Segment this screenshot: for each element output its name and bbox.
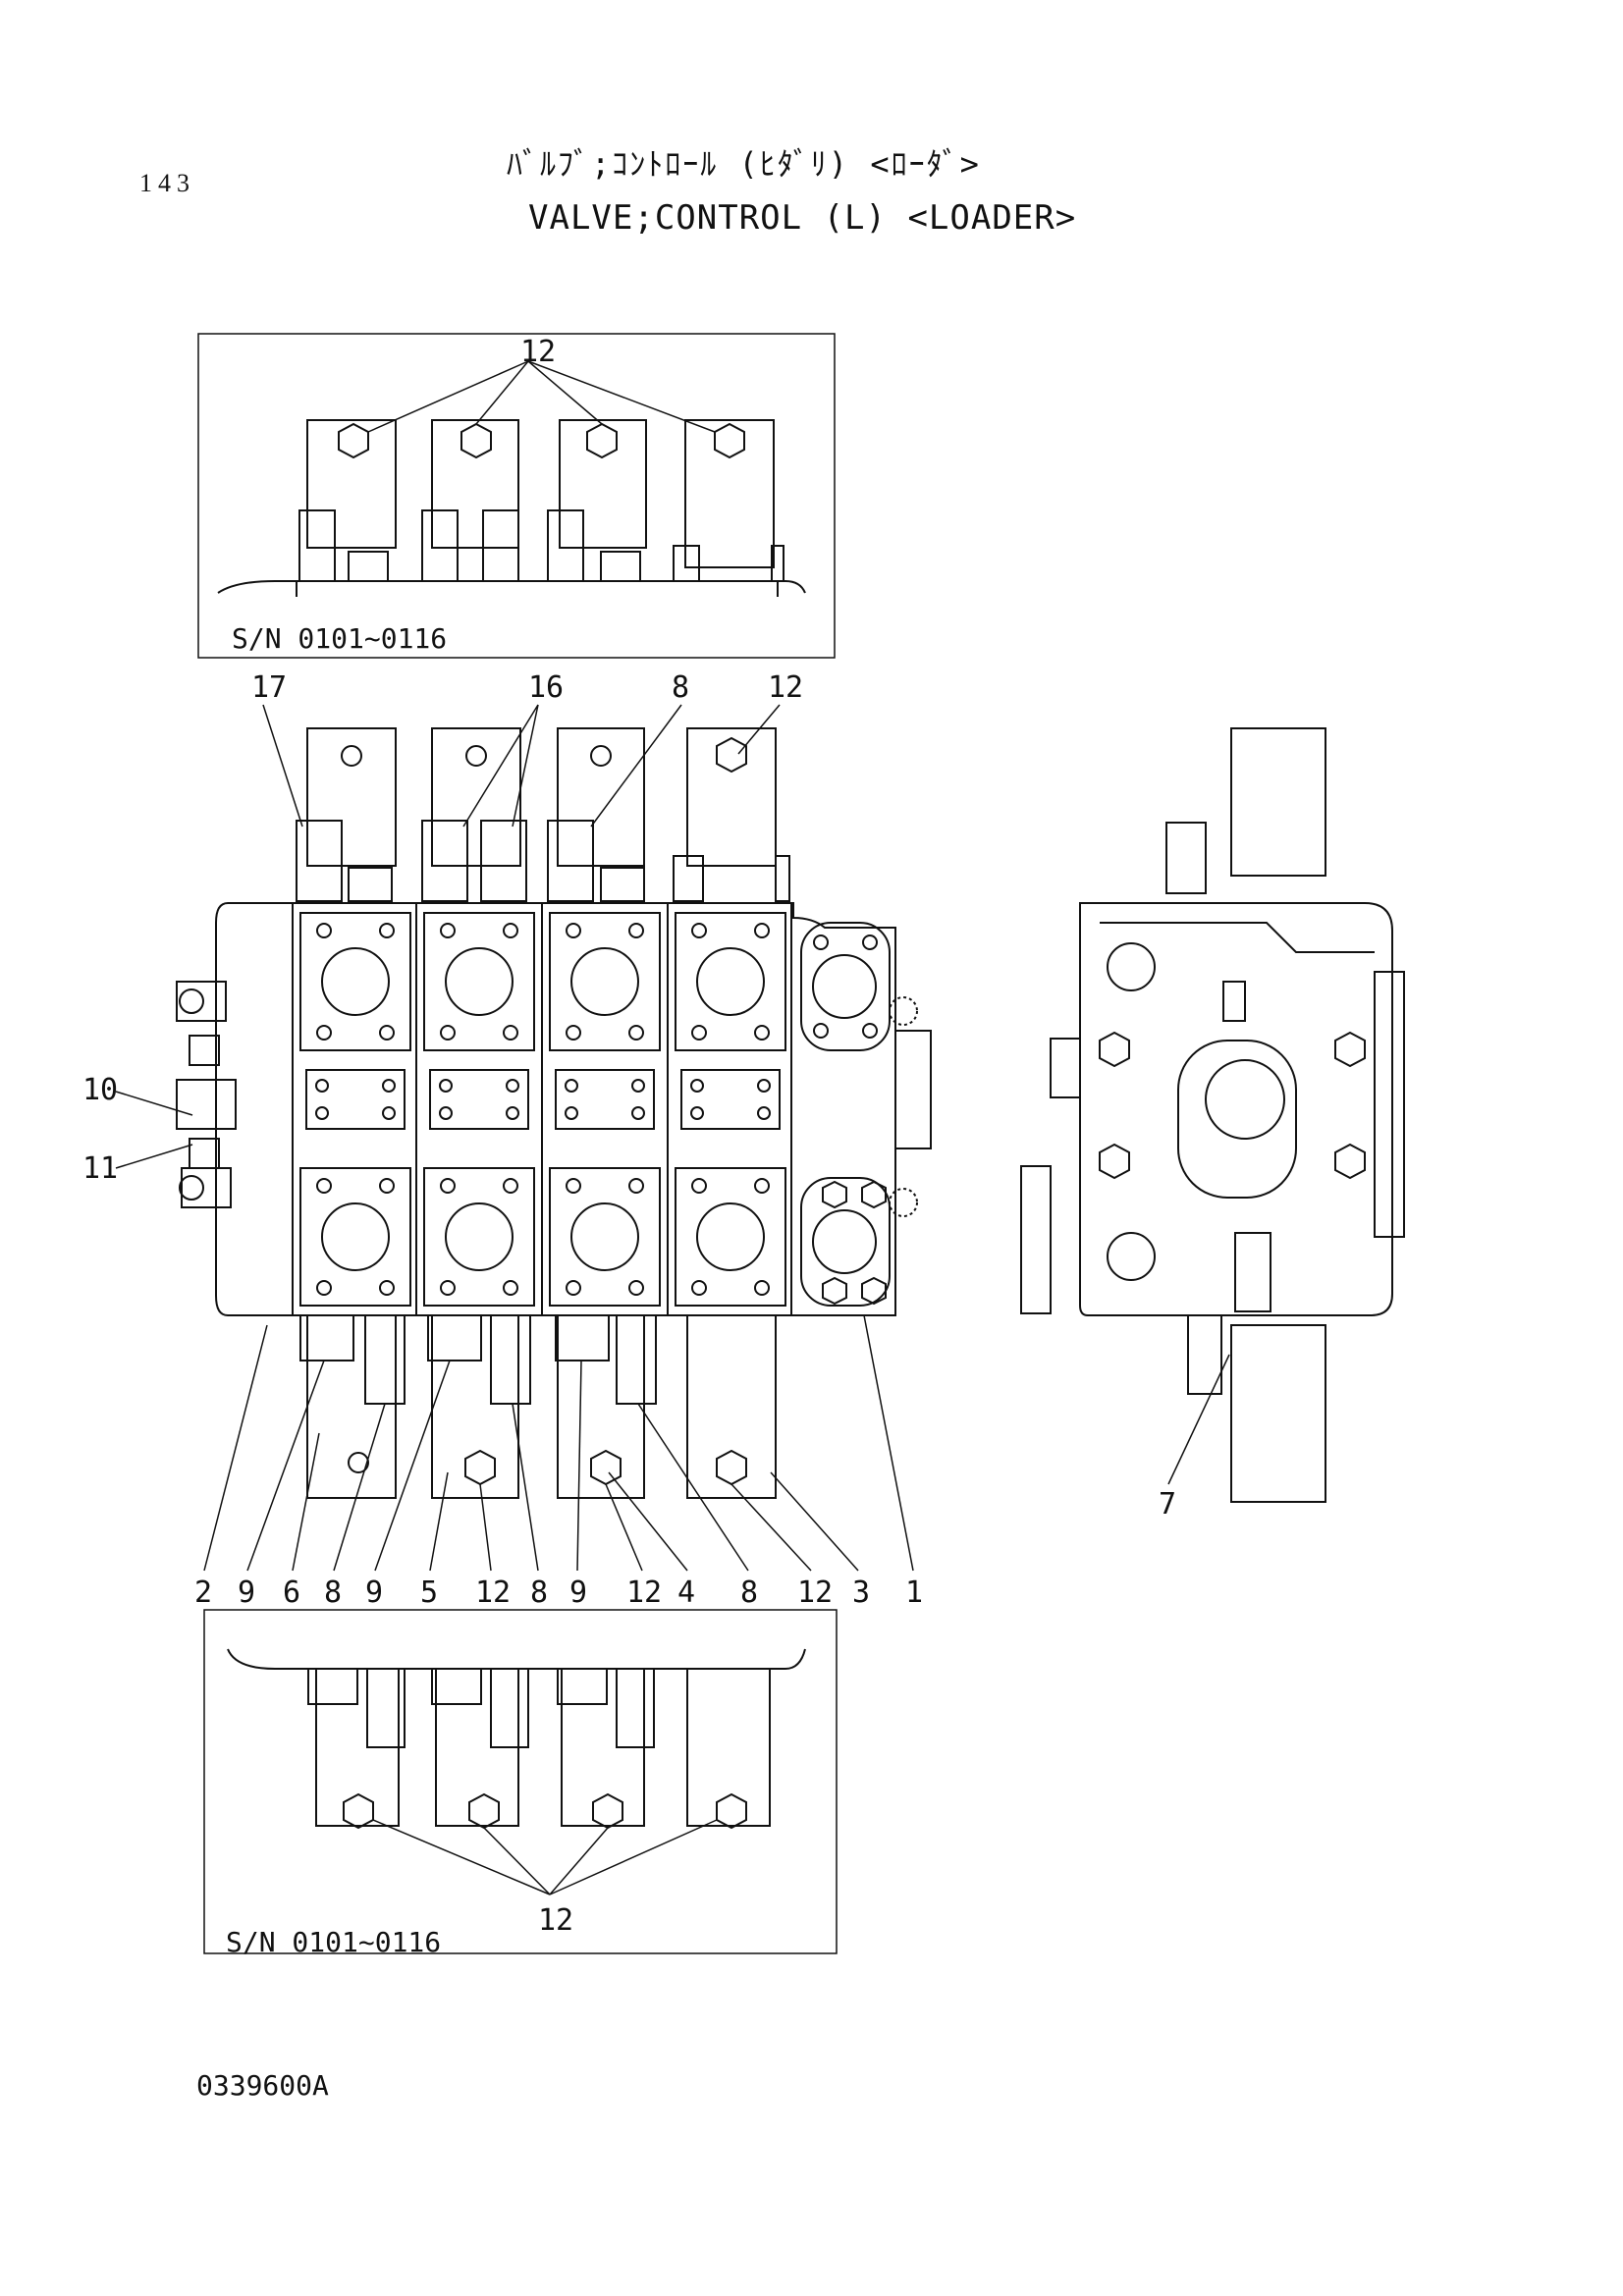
- center-plate: [680, 1069, 781, 1130]
- bottom-inset-serial: S/N 0101~0116: [226, 1926, 441, 1958]
- callout-7: 7: [1159, 1487, 1176, 1522]
- callout-bottom-8: 9: [569, 1575, 587, 1610]
- callout-bottom-3: 8: [324, 1575, 342, 1610]
- callout-bottom-11: 8: [740, 1575, 758, 1610]
- top-inset-serial: S/N 0101~0116: [232, 622, 447, 655]
- title-english: VALVE;CONTROL (L) <LOADER>: [528, 198, 1077, 238]
- center-plate: [555, 1069, 655, 1130]
- section-flange: [549, 1167, 661, 1307]
- port-circle: [321, 1202, 390, 1271]
- center-plate: [429, 1069, 529, 1130]
- main-leader-lines: [115, 704, 914, 1572]
- bottom-inset: [203, 1609, 838, 1954]
- callout-bottom-4: 9: [365, 1575, 383, 1610]
- side-view: [1020, 727, 1405, 1503]
- section-flange: [299, 912, 411, 1051]
- section-flange: [299, 1167, 411, 1307]
- callout-bottom-12: 12: [797, 1575, 833, 1610]
- callout-bottom-10: 4: [677, 1575, 695, 1610]
- callout-bottom-0: 2: [194, 1575, 212, 1610]
- port-circle: [696, 947, 765, 1016]
- port-circle: [570, 947, 639, 1016]
- main-valve-body: [176, 727, 932, 1499]
- drawing-code: 0339600A: [196, 2069, 329, 2102]
- callout-11: 11: [82, 1151, 118, 1186]
- callout-8-top: 8: [672, 670, 689, 705]
- callout-bottom-7: 8: [530, 1575, 548, 1610]
- section-flange: [423, 912, 535, 1051]
- callout-bottom-2: 6: [283, 1575, 300, 1610]
- callout-16: 16: [528, 670, 564, 705]
- callout-bottom-9: 12: [626, 1575, 662, 1610]
- port-circle: [445, 1202, 514, 1271]
- port-circle: [570, 1202, 639, 1271]
- callout-bottom-13: 3: [852, 1575, 870, 1610]
- top-inset-callout: 12: [520, 335, 556, 369]
- bottom-inset-callout: 12: [538, 1903, 573, 1938]
- callout-bottom-6: 12: [475, 1575, 511, 1610]
- top-inset: [197, 333, 836, 659]
- center-plate: [305, 1069, 406, 1130]
- callout-bottom-5: 5: [420, 1575, 438, 1610]
- section-flange: [675, 912, 786, 1051]
- page-number: 143: [139, 169, 195, 197]
- port-circle: [696, 1202, 765, 1271]
- callout-10: 10: [82, 1073, 118, 1107]
- section-flange: [549, 912, 661, 1051]
- section-flange: [675, 1167, 786, 1307]
- callout-bottom-1: 9: [238, 1575, 255, 1610]
- port-circle: [445, 947, 514, 1016]
- section-flange: [423, 1167, 535, 1307]
- title-japanese: ﾊﾞﾙﾌﾞ;ｺﾝﾄﾛｰﾙ (ﾋﾀﾞﾘ) <ﾛｰﾀﾞ>: [507, 145, 981, 183]
- callout-12-top: 12: [768, 670, 803, 705]
- callout-bottom-14: 1: [905, 1575, 923, 1610]
- callout-17: 17: [251, 670, 287, 705]
- port-circle: [321, 947, 390, 1016]
